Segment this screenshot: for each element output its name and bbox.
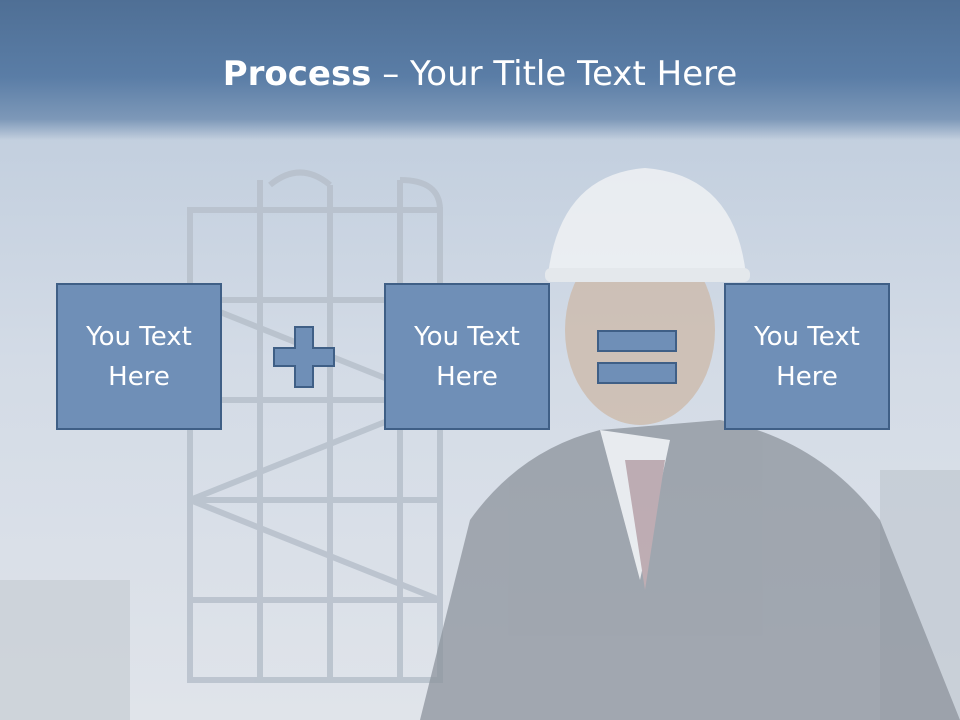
process-box-2[interactable]: You Text Here bbox=[384, 283, 550, 430]
process-box-1-line2: Here bbox=[108, 361, 170, 392]
title-bold: Process bbox=[222, 54, 372, 94]
process-box-2-line2: Here bbox=[436, 361, 498, 392]
process-box-3-text: You Text Here bbox=[737, 317, 877, 397]
process-box-1[interactable]: You Text Here bbox=[56, 283, 222, 430]
equals-icon bbox=[597, 330, 677, 384]
process-box-1-line1: You Text bbox=[86, 321, 192, 352]
header-band bbox=[0, 0, 960, 140]
process-box-3[interactable]: You Text Here bbox=[724, 283, 890, 430]
process-box-3-line1: You Text bbox=[754, 321, 860, 352]
page-title: Process – Your Title Text Here bbox=[0, 50, 960, 98]
process-box-2-text: You Text Here bbox=[397, 317, 537, 397]
process-box-3-line2: Here bbox=[776, 361, 838, 392]
process-box-2-line1: You Text bbox=[414, 321, 520, 352]
plus-icon bbox=[273, 326, 335, 388]
process-box-1-text: You Text Here bbox=[69, 317, 209, 397]
title-rest: – Your Title Text Here bbox=[371, 54, 738, 94]
